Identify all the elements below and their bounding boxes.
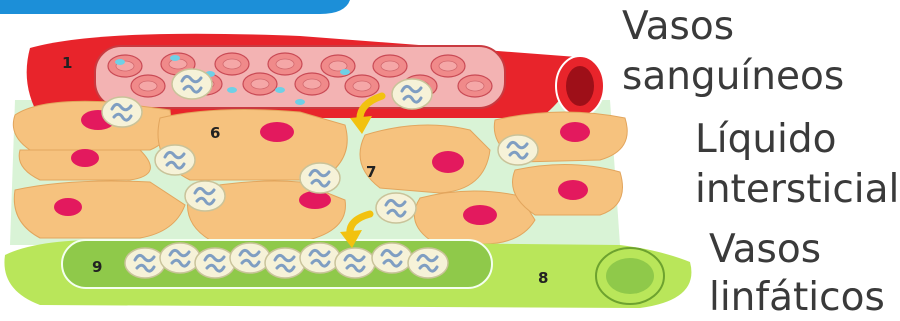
white-blood-cell (300, 163, 340, 193)
white-blood-cell (185, 181, 225, 211)
white-blood-cell (102, 97, 142, 127)
callout-8: 8 (538, 269, 548, 287)
callout-6: 6 (210, 124, 220, 142)
white-blood-cell (498, 135, 538, 165)
label-lymph-vessels-line2: linfáticos (709, 276, 885, 320)
white-blood-cell (392, 79, 432, 109)
white-blood-cell (376, 193, 416, 223)
label-interstitial-line2: intersticial (695, 168, 899, 212)
label-blood-vessels-line1: Vasos (622, 5, 734, 49)
callout-1: 1 (62, 54, 72, 72)
label-interstitial-line1: Líquido (695, 118, 837, 162)
white-blood-cell (172, 69, 212, 99)
header-banner (0, 0, 350, 14)
callout-7: 7 (366, 163, 376, 181)
label-lymph-vessels-line1: Vasos (709, 228, 821, 272)
label-blood-vessels-line2: sanguíneos (622, 55, 844, 99)
white-blood-cell (155, 145, 195, 175)
callout-9: 9 (92, 258, 102, 276)
